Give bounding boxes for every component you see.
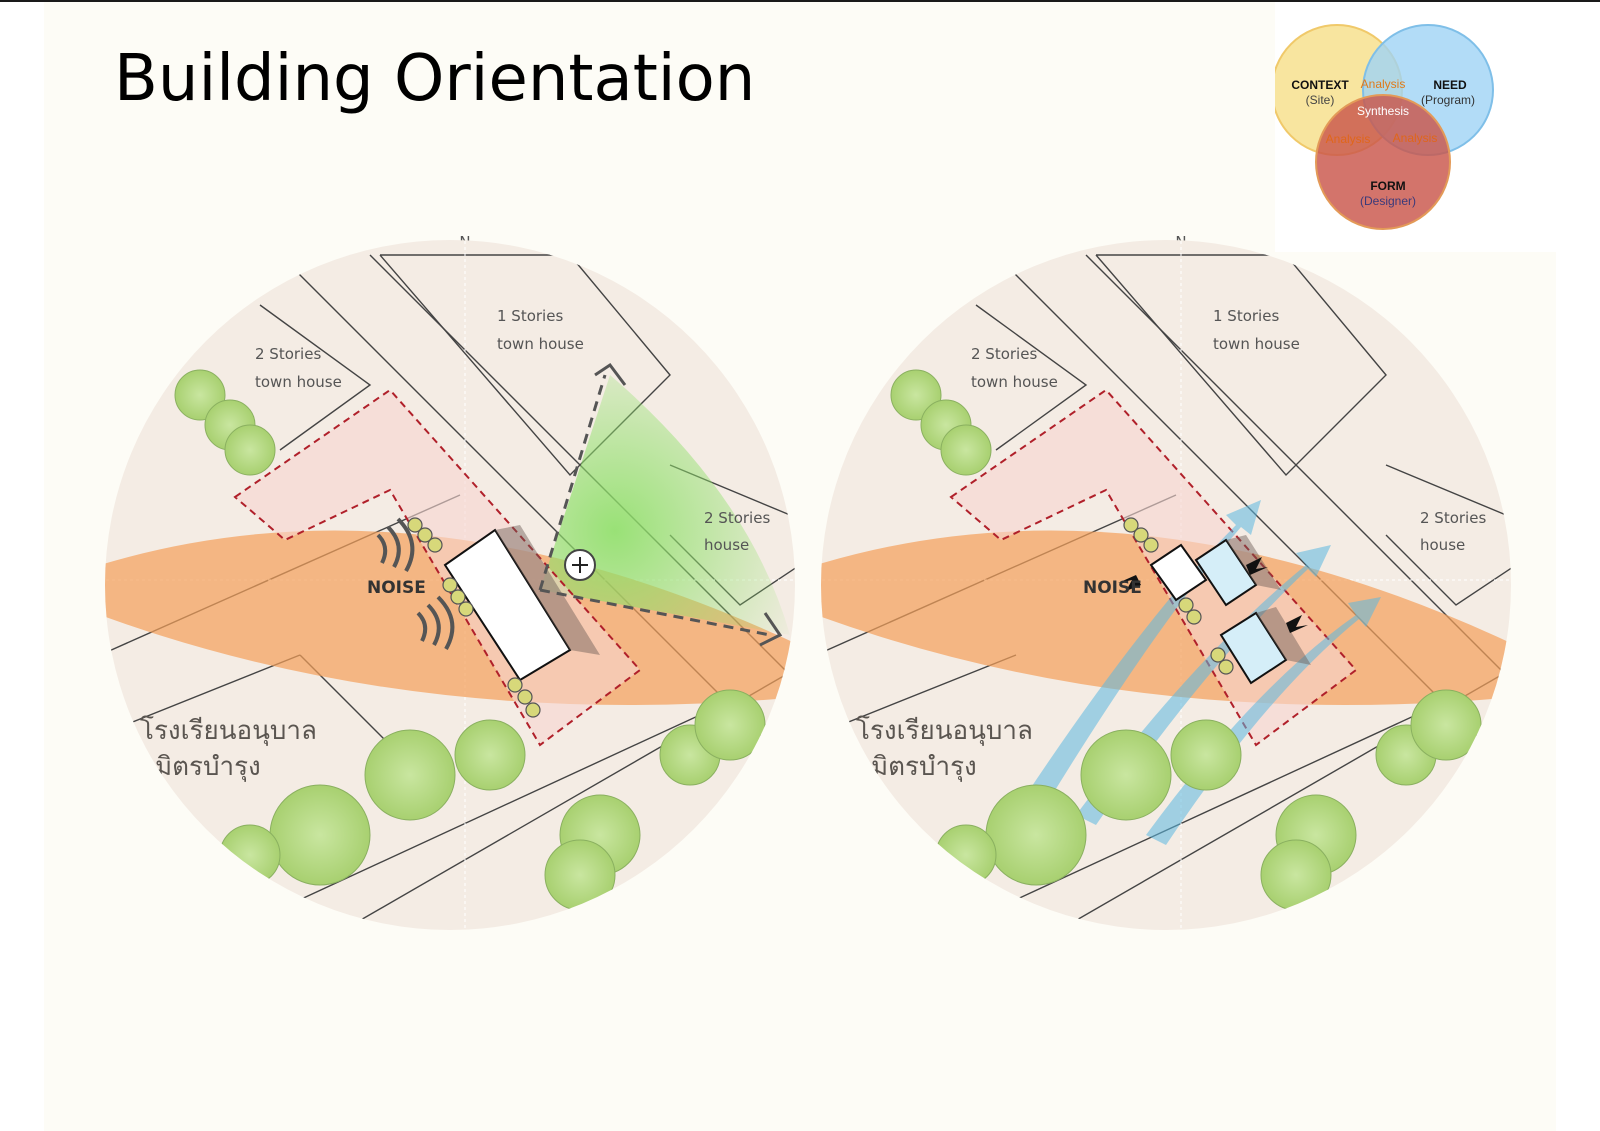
house-label-town-house-1: town house <box>1213 335 1300 353</box>
top-rule <box>0 0 1600 2</box>
noise-label: NOISE <box>367 578 426 598</box>
house-label-house: house <box>704 536 749 554</box>
trees <box>890 369 1482 911</box>
noise-wave-icon <box>376 517 455 650</box>
venn-form-label: FORM <box>1370 179 1405 193</box>
venn-need-label: NEED <box>1433 78 1467 92</box>
view-cone <box>540 375 790 635</box>
shrub-row <box>407 517 541 718</box>
venn-analysis-top: Analysis <box>1361 77 1406 91</box>
school-label-line1: โรงเรียนอนุบาล <box>140 715 317 746</box>
venn-need-sub: (Program) <box>1421 93 1475 107</box>
house-label-town-house: town house <box>971 373 1058 391</box>
venn-form-sub: (Designer) <box>1360 194 1416 208</box>
house-label-town-house-1: town house <box>497 335 584 353</box>
venn-analysis-left: Analysis <box>1326 132 1371 146</box>
house-label-house: house <box>1420 536 1465 554</box>
sun-path-band <box>821 530 1511 705</box>
site-plan-sun-view: N <box>100 235 820 955</box>
noise-label: NOISE <box>1083 578 1142 598</box>
view-arrowhead-east <box>759 612 783 647</box>
house-label-2-stories-house: 2 Stories <box>704 509 770 527</box>
venn-synthesis: Synthesis <box>1357 104 1409 118</box>
ventilation-arrows <box>1118 557 1308 633</box>
house-label-2-stories: 2 Stories <box>255 345 321 363</box>
view-direction-arrows <box>538 374 771 637</box>
venn-analysis-right: Analysis <box>1393 131 1438 145</box>
venn-context-sub: (Site) <box>1306 93 1335 107</box>
school-label-line1: โรงเรียนอนุบาล <box>856 715 1033 746</box>
house-label-2-stories: 2 Stories <box>971 345 1037 363</box>
venn-context-label: CONTEXT <box>1291 78 1349 92</box>
site-plan-wind-noise: N <box>816 235 1536 955</box>
house-label-1-stories: 1 Stories <box>1213 307 1279 325</box>
house-label-2-stories-house: 2 Stories <box>1420 509 1486 527</box>
building-blocks <box>1149 538 1288 685</box>
sun-path-band <box>105 530 795 705</box>
school-label-line2: มิตรบำรุง <box>155 752 261 782</box>
view-arrowhead-north <box>594 362 627 386</box>
school-label-line2: มิตรบำรุง <box>871 752 977 782</box>
shrub-row <box>1123 517 1234 675</box>
house-label-town-house: town house <box>255 373 342 391</box>
venn-form-circle <box>1315 94 1451 230</box>
page-title: Building Orientation <box>114 42 756 116</box>
house-label-1-stories: 1 Stories <box>497 307 563 325</box>
trees <box>174 369 766 911</box>
building-block <box>443 528 572 682</box>
venn-diagram: CONTEXT (Site) NEED (Program) Analysis S… <box>1275 2 1556 252</box>
